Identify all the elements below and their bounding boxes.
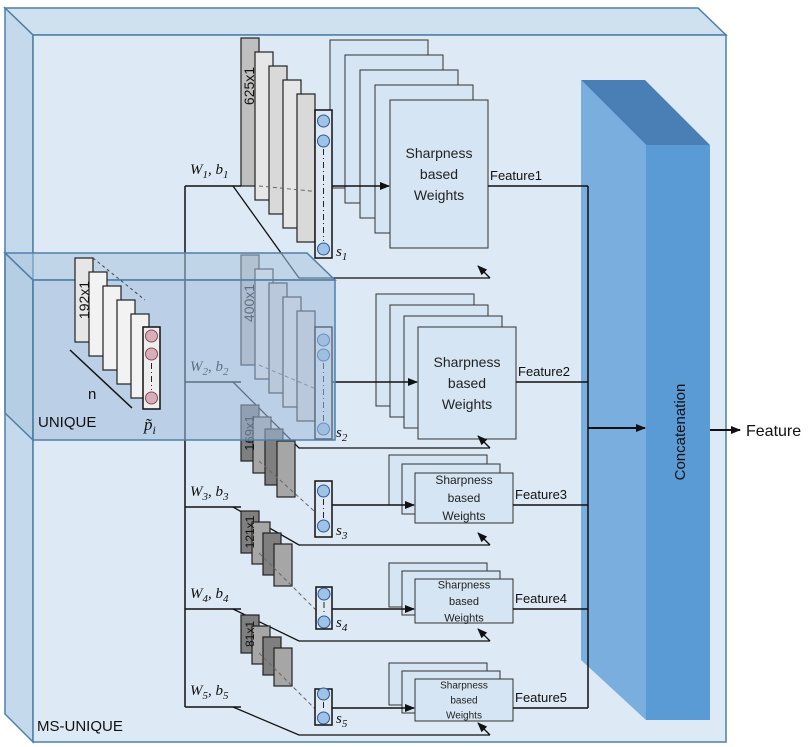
weights-sheet [414,578,514,624]
vector-node [317,242,330,256]
weights-sheet [414,678,514,722]
return-arrow [477,435,491,449]
vector-node [317,134,330,148]
return-arrow [477,265,491,279]
weight-bias-label: W4, b4 [190,586,229,605]
concatenation-side [581,80,646,720]
weights-sheet [414,472,514,524]
weights-label: Sharpness [435,473,492,487]
concatenation-front [646,145,710,720]
sparse-code-label: s4 [336,615,348,634]
weights-label: based [449,596,479,608]
unique-box-top [3,252,337,281]
weights-label: based [420,166,458,182]
weight-bias-label: W3, b3 [190,484,229,503]
weights-label: Sharpness [434,354,501,370]
sparse-code-label: s5 [336,711,348,730]
weights-label: based [450,696,477,707]
weights-label: Weights [444,612,484,624]
input-filter-stack [69,257,161,410]
feature-label: Feature3 [515,487,567,502]
sparse-code-label: s2 [336,425,348,444]
vector-node [317,114,330,128]
input-projection [92,257,146,301]
return-arrow [477,722,491,736]
weights-label: Weights [442,509,485,523]
filter-block [273,647,293,687]
filter-dim-label: 121x1 [243,515,257,548]
vector-node [317,615,331,629]
input-count-bracket [69,349,133,409]
unique-label: UNIQUE [38,414,96,431]
input-dim-label: 192x1 [76,281,92,319]
feature-label: Feature5 [515,690,567,705]
weight-bias-label: W5, b5 [190,683,229,702]
feature-label: Feature1 [490,168,542,183]
concatenation-label: Concatenation [672,384,689,481]
feature-label: Feature2 [518,364,570,379]
weights-label: Weights [414,187,464,203]
weights-label: Sharpness [438,579,491,591]
ms-unique-label: MS-UNIQUE [37,718,123,735]
filter-projection [258,460,316,513]
filter-block [296,93,316,243]
return-path [232,706,490,736]
filter-block [273,543,293,587]
vector-node [317,587,331,601]
weights-label: based [448,491,481,505]
input-vector-node [145,329,158,343]
weights-label: Weights [446,711,482,722]
weights-label: Sharpness [406,145,473,161]
weights-label: based [448,375,486,391]
vector-node [317,711,330,725]
input-vector-node [145,391,158,405]
return-arrow [477,532,491,546]
concatenation-block: Concatenation [581,80,710,720]
filter-projection [258,185,316,192]
unique-box-left [4,251,34,442]
weights-sheet [389,99,489,249]
concatenation-top [581,80,710,145]
weights-label: Weights [442,396,492,412]
return-arrow [477,628,491,642]
ms-unique-box-top [3,7,728,36]
sparse-code-label: s1 [336,244,347,263]
vector-node [317,519,330,533]
input-count-label: n [88,386,96,403]
sparse-code-label: s3 [336,523,348,542]
output-label: Feature [746,423,801,440]
filter-dim-label: 81x1 [243,621,257,647]
input-vector-label: p̃i [143,415,156,437]
filter-dim-label: 625x1 [241,67,257,105]
input-vector-node [145,347,158,361]
feature-label: Feature4 [515,591,567,606]
filter-projection [258,652,316,710]
vector-node [317,484,330,498]
weights-label: Sharpness [440,681,488,692]
weight-bias-label: W1, b1 [190,162,229,181]
filter-block [276,440,296,498]
unique-box [3,251,337,442]
vector-node [317,687,330,701]
weights-sheet [417,326,517,440]
